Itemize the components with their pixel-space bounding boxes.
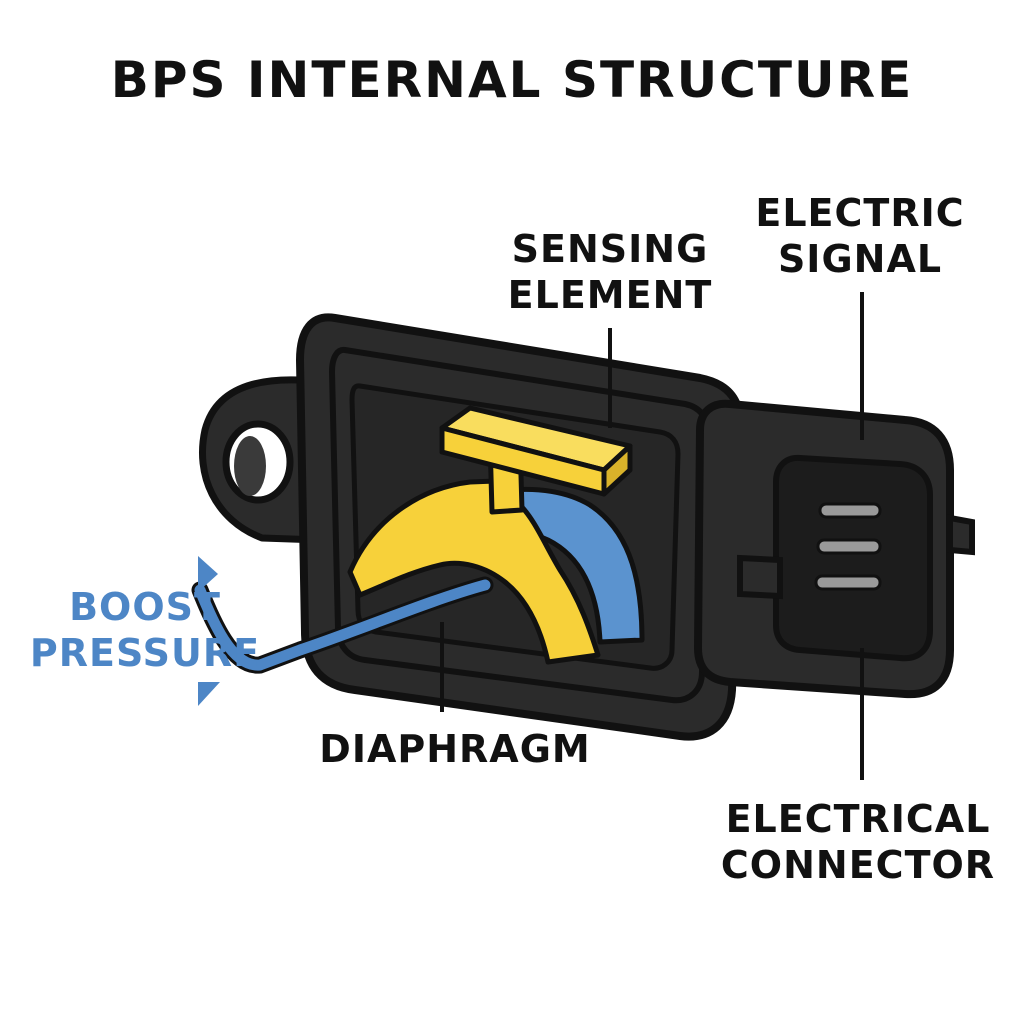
boost-pressure-label: BOOST PRESSURE bbox=[20, 584, 270, 676]
sensing-element-label-line-1: SENSING bbox=[511, 227, 709, 271]
electrical-connector-label-line-2: CONNECTOR bbox=[720, 843, 996, 887]
mounting-ear bbox=[199, 376, 324, 544]
boost-pressure-label-line-2: PRESSURE bbox=[29, 631, 261, 675]
electrical-connector-shape bbox=[694, 399, 975, 699]
electric-signal-label-line-1: ELECTRIC bbox=[755, 191, 965, 235]
leader-lines bbox=[440, 292, 864, 780]
diagram-title: BPS INTERNAL STRUCTURE bbox=[110, 51, 914, 109]
sensing-element-shape bbox=[347, 405, 633, 665]
electrical-connector-label: ELECTRICAL CONNECTOR bbox=[708, 796, 1008, 888]
boost-pressure-arrow bbox=[191, 556, 494, 706]
electric-signal-label-line-2: SIGNAL bbox=[777, 237, 943, 281]
electric-signal-label: ELECTRIC SIGNAL bbox=[740, 190, 980, 282]
sensing-element-label: SENSING ELEMENT bbox=[500, 226, 720, 318]
connector-pins bbox=[814, 502, 882, 591]
sensing-element-label-line-2: ELEMENT bbox=[507, 273, 713, 317]
electrical-connector-label-line-1: ELECTRICAL bbox=[725, 797, 991, 841]
diaphragm-label: DIAPHRAGM bbox=[319, 727, 591, 771]
boost-pressure-label-line-1: BOOST bbox=[69, 585, 221, 629]
